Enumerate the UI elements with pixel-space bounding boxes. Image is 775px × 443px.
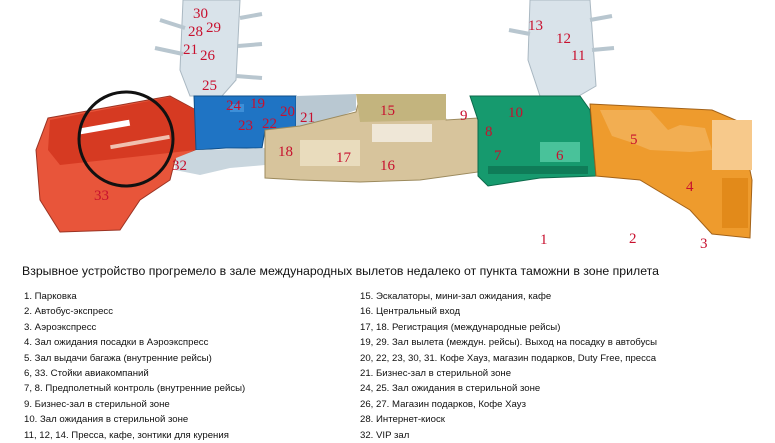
legend-item: 10. Зал ожидания в стерильной зоне [24,414,189,426]
zone-label: 5 [630,132,638,148]
zone-label: 22 [262,116,277,132]
legend-right-column: 15. Эскалаторы, мини-зал ожидания, кафе … [360,289,657,443]
legend-item: 21. Бизнес-зал в стерильной зоне [360,367,512,379]
zone-label: 28 [188,24,203,40]
legend-item: 17, 18. Регистрация (международные рейсы… [360,321,561,333]
zone-label: 17 [336,150,352,166]
zone-label: 19 [250,96,265,112]
legend-item: 7, 8. Предполетный контроль (внутренние … [24,383,246,395]
legend-item: 26, 27. Магазин подарков, Кофе Хауз [360,398,526,410]
zone-label: 12 [556,31,571,47]
left-pier [154,0,263,97]
zone-label: 13 [528,18,543,34]
legend-item: 1. Парковка [24,291,77,302]
legend-item: 6, 33. Стойки авиакомпаний [24,367,149,379]
zone-label: 10 [508,105,523,121]
legend-item: 11, 12, 14. Пресса, кафе, зонтики для ку… [24,429,229,441]
zone-label: 21 [300,110,315,126]
legend-left-column: 1. Парковка 2. Автобус-экспресс 3. Аэроэ… [24,289,245,443]
legend-item: 15. Эскалаторы, мини-зал ожидания, кафе [360,291,552,302]
zone-label: 15 [380,103,395,119]
terminal-map: 30 29 28 21 26 25 24 19 20 23 22 21 32 1… [35,0,753,252]
legend-item: 3. Аэроэкспресс [24,321,97,333]
right-pier [508,0,615,101]
zone-label: 11 [571,48,585,64]
zone-label: 8 [485,124,493,140]
zone-label: 2 [629,231,637,247]
zone-label: 32 [172,158,187,174]
zone-label: 21 [183,42,198,58]
zone-label: 9 [460,108,468,124]
zone-label: 6 [556,148,564,164]
legend-item: 5. Зал выдачи багажа (внутренние рейсы) [24,352,212,364]
zone-label: 3 [700,236,708,252]
legend-item: 32. VIP зал [360,429,410,441]
legend-item: 16. Центральный вход [360,306,461,318]
legend-item: 28. Интернет-киоск [360,414,445,426]
zone-label: 24 [226,98,242,114]
zone-labels: 30 29 28 21 26 25 24 19 20 23 22 21 32 1… [94,6,708,252]
zone-label: 23 [238,118,253,134]
zone-label: 4 [686,179,694,195]
zone-label: 20 [280,104,295,120]
map-caption: Взрывное устройство прогремело в зале ме… [22,264,659,278]
zone-label: 1 [540,232,548,248]
zone-label: 25 [202,78,217,94]
legend-item: 4. Зал ожидания посадки в Аэроэкспресс [24,337,209,349]
zone-label: 18 [278,144,293,160]
zone-label: 33 [94,188,109,204]
explosion-marker [77,90,175,188]
zone-label: 7 [494,148,502,164]
legend-item: 24, 25. Зал ожидания в стерильной зоне [360,383,541,395]
green-area [469,95,597,187]
gray-gallery [175,94,356,175]
zone-label: 16 [380,158,396,174]
orange-wing [589,103,753,239]
zone-label: 29 [206,20,221,36]
zone-label: 30 [193,6,208,22]
legend-item: 19, 29. Зал вылета (междун. рейсы). Выхо… [360,337,657,349]
tan-hall [264,94,479,183]
legend-item: 9. Бизнес-зал в стерильной зоне [24,398,170,410]
legend-item: 20, 22, 23, 30, 31. Кофе Хауз, магазин п… [360,352,657,364]
zone-label: 26 [200,48,216,64]
legend-item: 2. Автобус-экспресс [24,306,113,318]
